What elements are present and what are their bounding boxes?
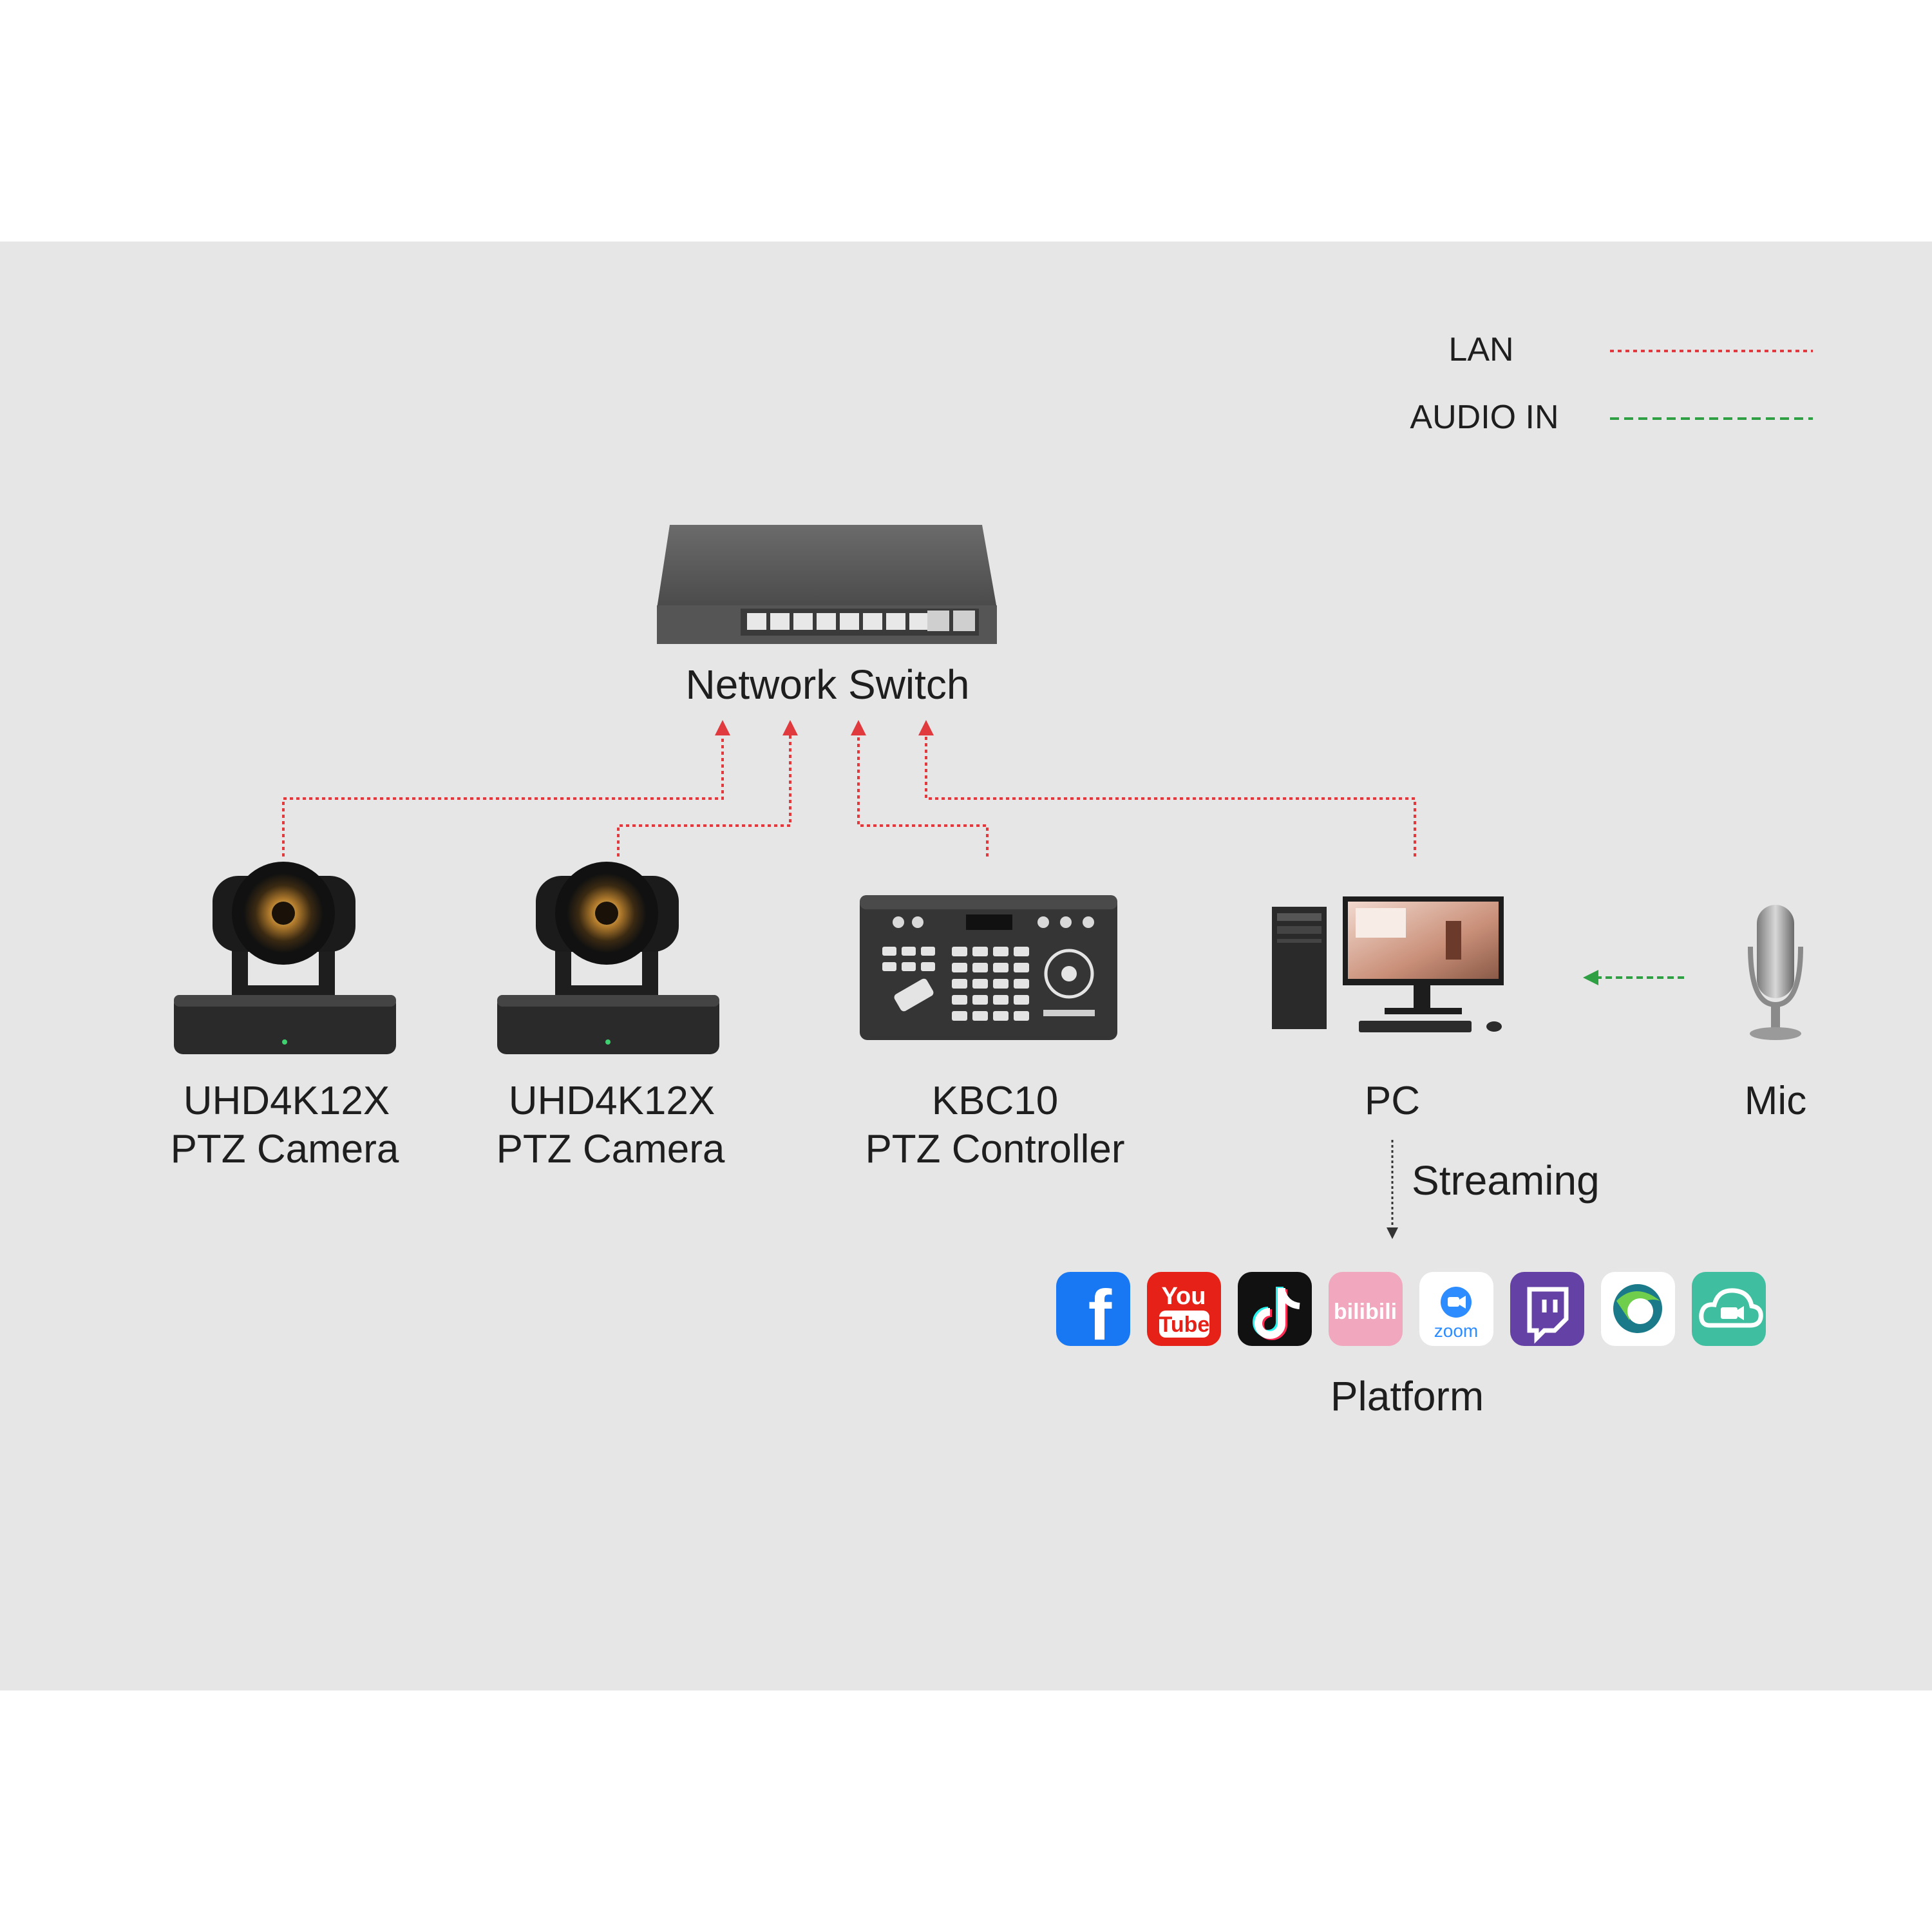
- mic-label: Mic: [1745, 1079, 1806, 1123]
- ptz-camera-1: UHD4K12X PTZ Camera: [171, 862, 399, 1171]
- controller-zoom-lever: [894, 978, 934, 1012]
- zoom-icon: zoom: [1419, 1272, 1493, 1346]
- controller-joystick-ring: [1044, 949, 1094, 999]
- ptz-controller: KBC10 PTZ Controller: [860, 895, 1125, 1171]
- lan-line-controller: [851, 720, 989, 857]
- controller-joystick: [1061, 966, 1077, 981]
- lan-line-camera2: [617, 720, 798, 857]
- legend-audio-label: AUDIO IN: [1410, 399, 1558, 436]
- pc-monitor-stand: [1414, 985, 1430, 1010]
- controller-keys: [882, 947, 1029, 1021]
- facebook-icon: f: [1056, 1272, 1130, 1355]
- network-switch-label: Network Switch: [686, 661, 970, 708]
- controller-knobs: [893, 916, 1094, 928]
- lan-connections: [282, 720, 1416, 857]
- bilibili-icon: bilibili: [1329, 1272, 1403, 1346]
- pc-tower: [1272, 907, 1327, 1029]
- controller-type: PTZ Controller: [865, 1127, 1124, 1171]
- controller-model: KBC10: [932, 1079, 1058, 1123]
- svg-text:bilibili: bilibili: [1334, 1300, 1397, 1324]
- camera2-type: PTZ Camera: [497, 1127, 725, 1171]
- ptz-camera-2: UHD4K12X PTZ Camera: [497, 862, 725, 1171]
- lan-line-camera1: [282, 720, 730, 857]
- lan-line-pc: [918, 720, 1416, 857]
- svg-text:You: You: [1162, 1283, 1206, 1310]
- mic: Mic: [1745, 905, 1806, 1123]
- pc-mouse: [1486, 1021, 1502, 1032]
- pc-label: PC: [1365, 1079, 1420, 1123]
- legend-lan-label: LAN: [1448, 331, 1513, 368]
- svg-text:zoom: zoom: [1434, 1321, 1478, 1341]
- twitch-icon: [1510, 1272, 1584, 1346]
- camera2-base: [497, 995, 719, 1054]
- pc-keyboard: [1359, 1021, 1472, 1032]
- mic-base: [1750, 1027, 1801, 1040]
- controller-display: [966, 914, 1012, 930]
- cloud-icon: [1692, 1272, 1766, 1346]
- mic-capsule: [1757, 905, 1794, 998]
- network-switch: Network Switch: [657, 525, 997, 708]
- legend: LAN AUDIO IN: [1410, 331, 1813, 436]
- switch-top: [657, 525, 997, 609]
- pc: PC: [1272, 896, 1504, 1123]
- platform-label: Platform: [1331, 1373, 1484, 1419]
- webex-icon: [1601, 1272, 1675, 1346]
- platform-icons: f You Tube bilibili zoom: [1056, 1272, 1766, 1355]
- camera1-type: PTZ Camera: [171, 1127, 399, 1171]
- svg-text:f: f: [1088, 1276, 1112, 1355]
- youtube-icon: You Tube: [1147, 1272, 1221, 1346]
- streaming-label: Streaming: [1412, 1157, 1600, 1204]
- svg-text:Tube: Tube: [1159, 1312, 1210, 1337]
- switch-ports: [747, 611, 975, 631]
- camera2-model: UHD4K12X: [509, 1079, 715, 1123]
- controller-body: [860, 895, 1117, 1040]
- camera1-base: [174, 995, 396, 1054]
- mic-stand: [1771, 1005, 1780, 1030]
- camera1-model: UHD4K12X: [184, 1079, 390, 1123]
- tiktok-icon: [1238, 1272, 1312, 1346]
